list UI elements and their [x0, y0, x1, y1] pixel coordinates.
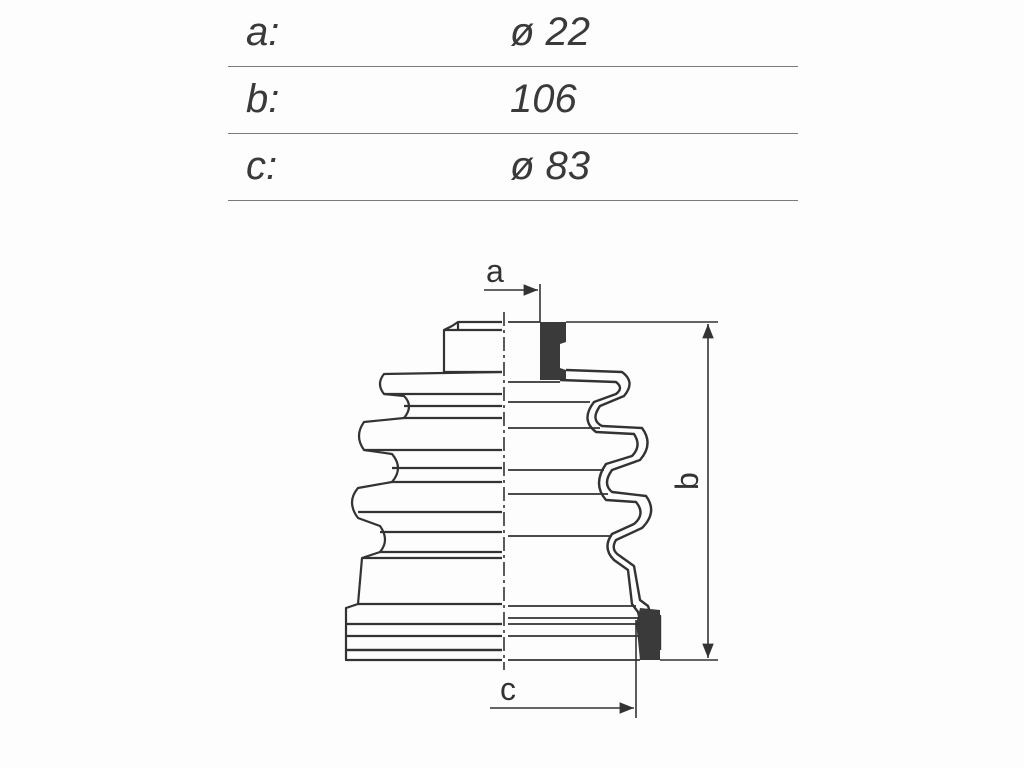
spec-row-a: a: ø 22 [228, 0, 798, 67]
boot-section-half [508, 321, 662, 661]
boot-exterior-half [344, 320, 503, 662]
dimension-c: c [490, 620, 637, 718]
dimension-label-c: c [500, 671, 516, 707]
spec-row-c: c: ø 83 [228, 134, 798, 201]
spec-label-a: a: [246, 10, 280, 54]
spec-table: a: ø 22 b: 106 c: ø 83 [228, 0, 798, 201]
spec-label-b: b: [246, 77, 280, 121]
spec-row-b: b: 106 [228, 67, 798, 134]
dimension-label-b: b [669, 472, 705, 490]
spec-value-b: 106 [510, 77, 577, 121]
dimension-label-a: a [486, 253, 504, 289]
dimension-b: b [566, 321, 718, 661]
spec-value-a: ø 22 [510, 10, 591, 54]
spec-label-c: c: [246, 144, 278, 188]
spec-value-c: ø 83 [510, 144, 591, 188]
dimension-a: a [484, 253, 541, 322]
